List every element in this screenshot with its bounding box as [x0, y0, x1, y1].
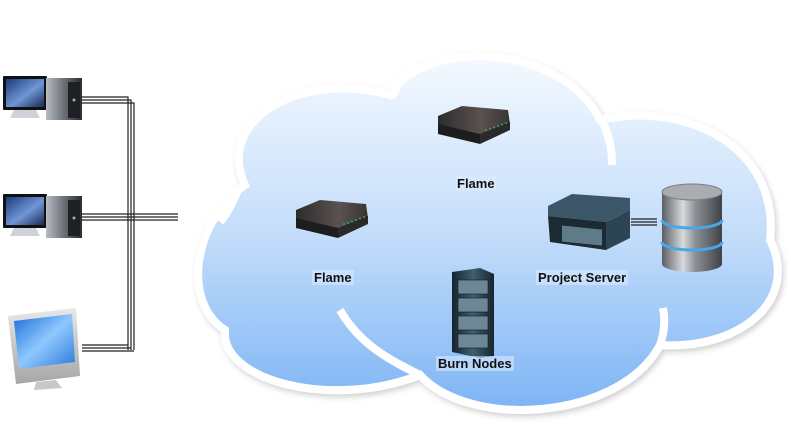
rack-server-icon[interactable]: [548, 194, 630, 250]
server-rack-icon[interactable]: [452, 268, 494, 358]
cloud: [194, 52, 782, 414]
cloud-seam: [599, 120, 616, 166]
node-label-flame-top: Flame: [455, 176, 497, 191]
cloud-seam: [216, 188, 242, 225]
cloud-seam: [336, 307, 422, 379]
database-icon[interactable]: [660, 183, 724, 272]
node-label-flame-left: Flame: [312, 270, 354, 285]
imac-monitor-icon[interactable]: [8, 308, 80, 390]
server-database-cable: [631, 218, 657, 226]
client-cables: [80, 96, 178, 352]
cloud-seam: [656, 307, 669, 347]
desktop-tower-icon[interactable]: [3, 194, 82, 238]
flame-workstation-box-icon[interactable]: [438, 106, 510, 144]
node-label-burn-nodes: Burn Nodes: [436, 356, 514, 371]
cloud-seam: [388, 61, 422, 100]
cable-client-1: [80, 102, 135, 350]
cable-client-1: [80, 96, 129, 350]
flame-workstation-box-icon[interactable]: [296, 200, 368, 238]
node-label-project-server: Project Server: [536, 270, 629, 285]
cable-client-1: [80, 99, 132, 350]
desktop-tower-icon[interactable]: [3, 76, 82, 120]
